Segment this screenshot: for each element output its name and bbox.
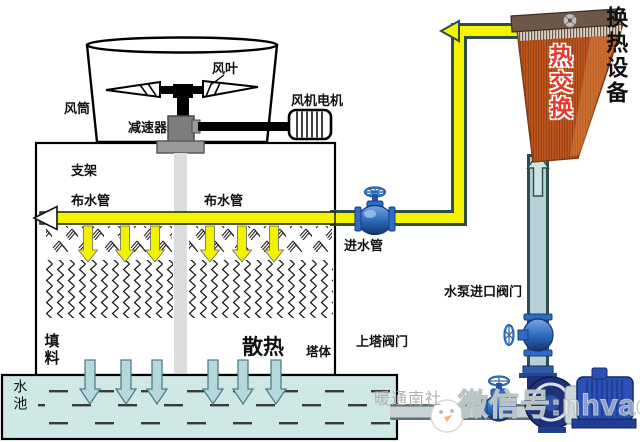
- label-heat-exchange-equipment: 换热设备: [603, 6, 629, 106]
- fan-assembly: [105, 74, 259, 118]
- hot-water-down-arrows: [77, 225, 285, 263]
- pump-discharge-valve: [503, 313, 554, 357]
- label-heat-exchange: 热交换: [546, 44, 573, 122]
- water-pool: [0, 373, 399, 441]
- label-tower-body: 塔体: [306, 345, 332, 359]
- tower-center-shaft: [174, 153, 187, 375]
- label-reducer: 减速器: [128, 120, 168, 135]
- label-support: 支架: [71, 163, 98, 178]
- reducer: [156, 115, 205, 154]
- label-tower-feed-valve: 上塔阀门: [356, 334, 409, 349]
- heat-exchanger: [510, 8, 625, 163]
- pipe-flange: [519, 365, 557, 378]
- pipe-flow-arrow-top: [438, 19, 460, 43]
- drive-bar: [198, 122, 292, 131]
- water-pump: [524, 367, 637, 433]
- label-spray-pipe-left: 布水管: [71, 193, 111, 208]
- hot-water-pipe: [32, 19, 522, 231]
- inlet-pipe-valve: [354, 186, 396, 236]
- watermark-brand: 暖通南社: [374, 391, 443, 408]
- fan-shaft: [177, 92, 189, 118]
- fill-pack-left: [46, 260, 173, 318]
- watermark-wechat: 微信号:nhvaca: [457, 388, 640, 422]
- label-inlet-pipe: 进水管: [344, 238, 384, 253]
- fan-blade-right: [202, 79, 259, 99]
- label-fan-blade: 风叶: [212, 61, 239, 76]
- fan-blade-leader-line: [211, 74, 225, 85]
- watermark-mascot: [430, 399, 464, 433]
- water-fall-arrows: [78, 359, 288, 406]
- label-spray-pipe-right: 布水管: [204, 193, 244, 208]
- label-fan-motor: 风机电机: [291, 93, 344, 108]
- pipe-flow-arrow-up: [526, 151, 550, 197]
- label-pump-inlet-valve: 水泵进口阀门: [444, 284, 523, 299]
- pump-inlet-valve: [481, 375, 517, 422]
- label-fill: 填料: [42, 333, 60, 367]
- pipe-flow-arrow-left: [32, 205, 58, 231]
- fan-motor: [198, 108, 333, 141]
- label-pool: 水池: [12, 379, 29, 413]
- fill-pack-right: [189, 260, 333, 318]
- label-heat-dissipation: 散热: [242, 336, 284, 359]
- label-fan-duct: 风筒: [64, 101, 91, 116]
